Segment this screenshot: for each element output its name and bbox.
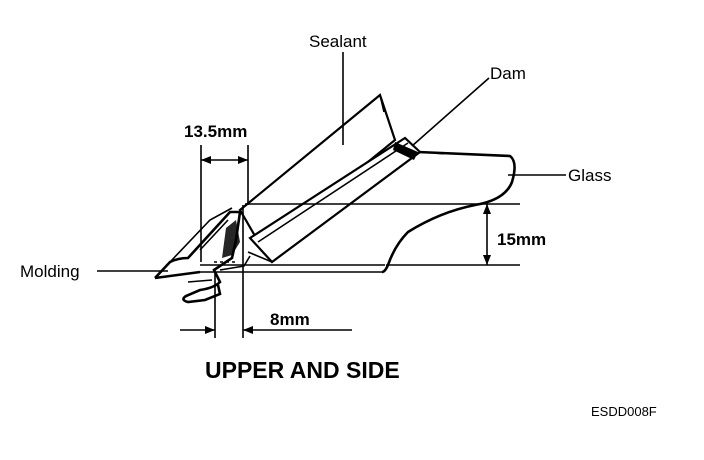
diagram-title: UPPER AND SIDE [205,357,400,383]
dam-strip [247,136,422,264]
dimension-top-label: 13.5mm [184,122,247,141]
dam-leader [411,77,490,147]
dimension-top [200,145,249,262]
figure-code: ESDD008F [591,404,657,419]
dimension-height [245,203,520,266]
glass-label: Glass [568,166,611,185]
dam-label: Dam [490,64,526,83]
dimension-height-label: 15mm [497,230,546,249]
dimension-bottom-label: 8mm [270,310,310,329]
dimension-bottom [180,205,352,338]
molding-profile [154,207,251,304]
molding-label: Molding [20,262,80,281]
sealant-label: Sealant [309,32,367,51]
